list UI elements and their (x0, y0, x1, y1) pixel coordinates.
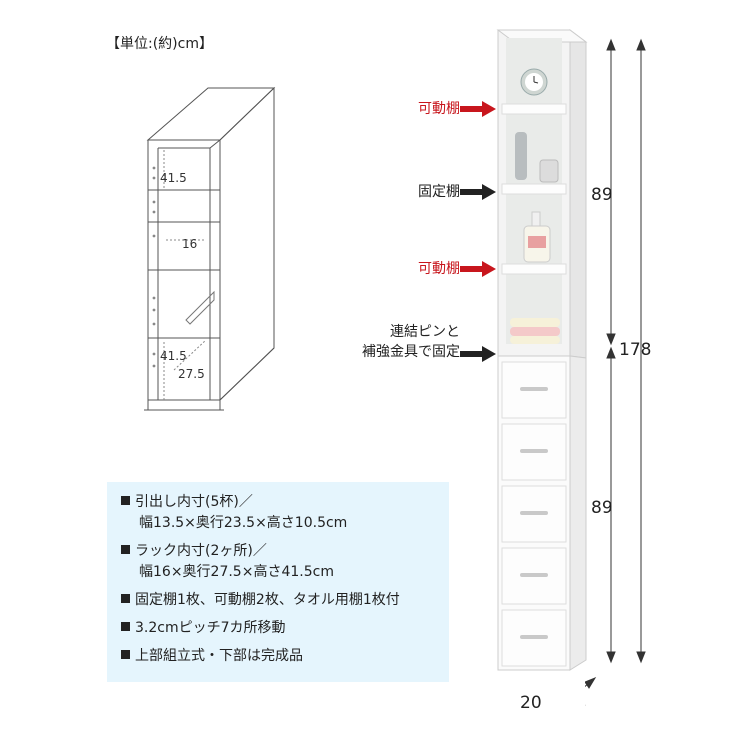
spec-item-shelves: 固定棚1枚、可動棚2枚、タオル用棚1枚付 (121, 590, 449, 611)
dimension-lower-height: 89 (591, 498, 613, 518)
callout-fixed-shelf: 固定棚 (418, 184, 460, 200)
bullet-square-icon (121, 545, 130, 554)
bullet-square-icon (121, 622, 130, 631)
spec-line: ラック内寸(2ヶ所)／ (135, 543, 267, 559)
unit-label: 【単位:(約)cm】 (106, 36, 213, 52)
bullet-square-icon (121, 594, 130, 603)
spray-can-icon (515, 132, 527, 180)
callout-connection-line1: 連結ピンと (390, 324, 460, 340)
dimension-lines: 89 178 89 31 (585, 38, 651, 711)
spec-item-assembly: 上部組立式・下部は完成品 (121, 646, 449, 667)
spec-line: 3.2cmピッチ7カ所移動 (135, 620, 286, 636)
bullet-square-icon (121, 496, 130, 505)
dimension-depth: 31 (585, 691, 587, 711)
product-image (496, 29, 588, 671)
arrow-right-icon (460, 346, 496, 362)
dimension-total-height: 178 (619, 340, 651, 360)
diagram-label-depth: 27.5 (178, 367, 205, 381)
spec-line: 上部組立式・下部は完成品 (135, 648, 303, 664)
arrow-right-icon (460, 101, 496, 117)
callout-movable-shelf-1: 可動棚 (418, 101, 460, 117)
callout-movable-shelf-2: 可動棚 (418, 261, 460, 277)
diagram-label-top-height: 41.5 (160, 171, 187, 185)
dimension-width: 20 (520, 693, 542, 713)
arrow-right-icon (460, 261, 496, 277)
diagram-label-bottom-height: 41.5 (160, 349, 187, 363)
spec-line: 幅13.5×奥行23.5×高さ10.5cm (139, 515, 348, 531)
spec-line: 幅16×奥行27.5×高さ41.5cm (139, 564, 334, 580)
diagram-label-width: 16 (182, 237, 197, 251)
spec-item-rack: ラック内寸(2ヶ所)／ 幅16×奥行27.5×高さ41.5cm (121, 541, 449, 583)
arrow-right-icon (460, 184, 496, 200)
callout-connection: 連結ピンと 補強金具で固定 (320, 322, 460, 362)
rack-diagram: 41.5 16 41.5 27.5 (144, 86, 276, 411)
spec-line: 固定棚1枚、可動棚2枚、タオル用棚1枚付 (135, 592, 400, 608)
spec-item-drawer: 引出し内寸(5杯)／ 幅13.5×奥行23.5×高さ10.5cm (121, 492, 449, 534)
callout-connection-line2: 補強金具で固定 (362, 344, 460, 360)
spec-box: 引出し内寸(5杯)／ 幅13.5×奥行23.5×高さ10.5cm ラック内寸(2… (107, 482, 449, 682)
dimension-upper-height: 89 (591, 185, 613, 205)
spec-line: 引出し内寸(5杯)／ (135, 494, 253, 510)
spec-item-pitch: 3.2cmピッチ7カ所移動 (121, 618, 449, 639)
bullet-square-icon (121, 650, 130, 659)
spec-list: 引出し内寸(5杯)／ 幅13.5×奥行23.5×高さ10.5cm ラック内寸(2… (107, 482, 449, 667)
